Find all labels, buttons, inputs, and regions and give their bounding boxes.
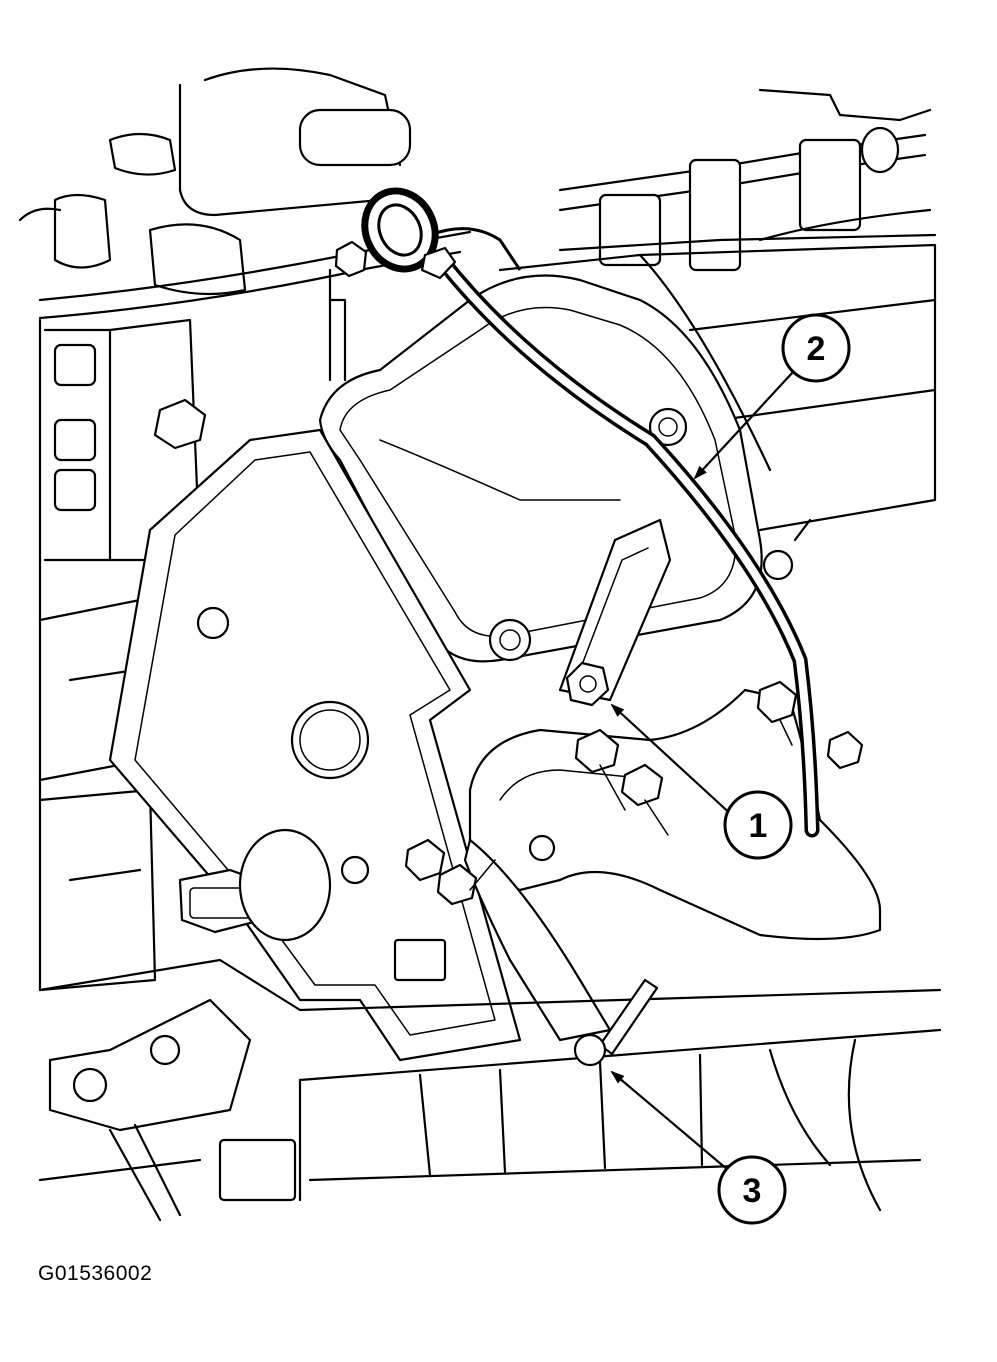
- stud-bolt: [334, 240, 368, 278]
- dipstick-tube: [429, 227, 820, 838]
- callout-3-label: 3: [743, 1172, 762, 1210]
- exhaust-stud: [756, 680, 798, 746]
- exhaust-stud: [826, 730, 864, 770]
- dipstick-handle: [361, 187, 457, 280]
- engine-linework: [18, 67, 942, 1222]
- exhaust-stud: [574, 728, 626, 811]
- callout-2: 2: [693, 313, 851, 480]
- callout-2-label: 2: [807, 330, 826, 368]
- figure-code: G01536002: [38, 1262, 153, 1285]
- callout-1-label: 1: [749, 807, 768, 845]
- exhaust-stud: [436, 859, 496, 906]
- cover-bolt: [488, 618, 532, 662]
- callout-3: 3: [610, 1070, 787, 1225]
- exhaust-stud: [404, 838, 446, 882]
- cover-bolt: [648, 407, 688, 447]
- callout-1: 1: [610, 703, 793, 860]
- exhaust-stud: [620, 763, 669, 836]
- bracket-bolt: [565, 661, 610, 707]
